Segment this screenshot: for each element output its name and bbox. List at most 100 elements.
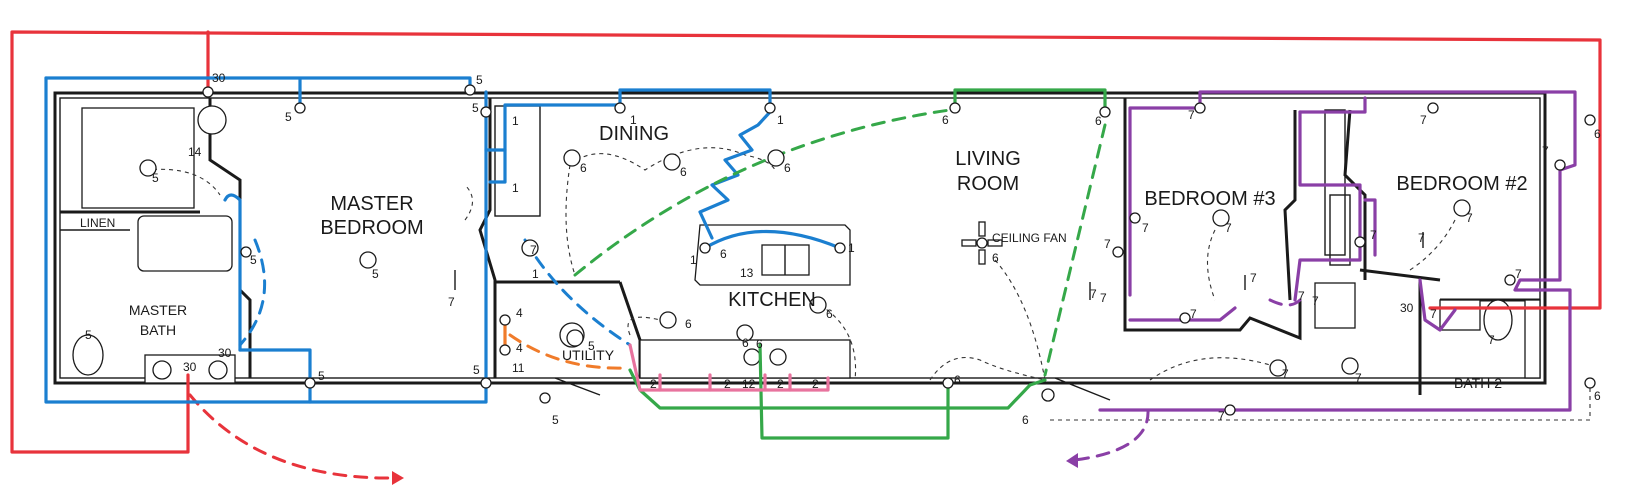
toilet-icon [1483,299,1513,341]
circuit-number: 2 [812,377,819,391]
switch-icon [454,232,1424,300]
device-symbols [139,84,1596,416]
room-label-dining: DINING [599,123,669,145]
circuit-number: 30 [1400,301,1414,315]
room-label-master-bedroom-1: MASTER [330,193,413,215]
circuit-number: 7 [1188,108,1195,122]
room-label-kitchen: KITCHEN [728,289,816,311]
circuit-number: 30 [212,71,226,85]
circuit-number: 7 [530,243,537,257]
circuit-number: 30 [218,346,232,360]
circuit-number: 5 [372,267,379,281]
circuit-number: 7 [1090,287,1097,301]
circuit-number: 7 [1250,271,1257,285]
circuit-number: 6 [1022,413,1029,427]
circuit-number: 5 [318,369,325,383]
circuit-number: 6 [992,251,999,265]
circuit-number: 6 [784,161,791,175]
circuit-number: 6 [826,307,833,321]
circuit-number: 6 [1594,127,1601,141]
fixtures [72,105,1541,384]
room-label-bedroom-3: BEDROOM #3 [1144,188,1275,210]
sink-icon [152,360,172,380]
dashed-branch-wiring [144,147,1591,421]
circuit-number: 7 [1370,228,1377,242]
circuit-number: 7 [1430,307,1437,321]
circuit-number: 13 [740,266,754,280]
ceiling-fan-icon [961,221,1003,265]
circuit-number: 1 [630,113,637,127]
room-label-bath-2: BATH 2 [1454,375,1502,391]
circuit-number: 1 [777,113,784,127]
circuit-number: 2 [777,377,784,391]
circuit-number: 7 [1298,289,1305,303]
sink-icon [208,360,228,380]
circuit-number: 7 [1420,113,1427,127]
circuit-number: 7 [1225,221,1232,235]
toilet-icon [72,334,104,376]
circuit-number: 7 [1312,294,1319,308]
circuit-number: 5 [152,171,159,185]
room-label-master-bedroom-2: BEDROOM [320,217,423,239]
room-label-linen: LINEN [80,216,115,230]
circuit-number: 14 [188,145,202,159]
circuit-number: 1 [512,114,519,128]
circuit-number: 6 [685,317,692,331]
circuit-number: 4 [516,341,523,355]
circuit-number: 5 [250,253,257,267]
circuit-number: 6 [954,373,961,387]
circuit-number: 5 [552,413,559,427]
circuit-number: 7 [1218,409,1225,423]
circuit-number: 7 [1488,333,1495,347]
circuit-number: 11 [512,361,525,375]
room-label-master-bath-1: MASTER [129,302,187,318]
range-icon [769,348,787,366]
circuit-number: 7 [1142,221,1149,235]
circuit-number: 5 [285,110,292,124]
room-label-master-bath-2: BATH [140,322,176,338]
circuit-number: 7 [1418,231,1425,245]
circuit-number: 5 [85,328,92,342]
pink-orange-circuits [503,318,830,392]
circuit-number: 5 [476,73,483,87]
circuit-number: 6 [1095,114,1102,128]
circuit-numbers: 30 14 5 5 5 5 5 5 30 30 5 5 7 5 1 1 1 7 … [85,71,1601,427]
circuit-number: 12 [742,377,756,391]
circuit-number: 7 [1542,144,1549,158]
circuit-number: 6 [680,165,687,179]
circuit-number: 6 [742,336,749,350]
circuit-number: 7 [1100,291,1107,305]
light-fixture-icon [139,149,1471,377]
circuit-number: 1 [848,241,855,255]
circuit-number: 6 [720,247,727,261]
circuit-number: 2 [724,377,731,391]
circuit-number: 7 [448,295,455,309]
circuit-number: 7 [1466,211,1473,225]
circuit-number: 1 [512,181,519,195]
circuit-number: 2 [650,377,657,391]
range-icon [743,348,761,366]
room-label-bedroom-2: BEDROOM #2 [1396,173,1527,195]
circuit-number: 1 [690,253,697,267]
circuit-number: 5 [473,363,480,377]
purple-circuit [1066,90,1577,468]
circuit-number: 6 [942,113,949,127]
circuit-number: 6 [1594,389,1601,403]
circuit-number: 7 [1515,267,1522,281]
room-label-utility: UTILITY [562,347,615,363]
circuit-number: 30 [183,360,197,374]
room-label-living-1: LIVING [955,148,1021,170]
circuit-number: 5 [588,339,595,353]
outlet-icon [202,84,1596,416]
circuit-number: 5 [472,101,479,115]
ceiling-fan-label: CEILING FAN [992,231,1067,245]
room-labels: MASTER BEDROOM DINING LIVING ROOM BEDROO… [80,123,1528,391]
red-circuit [10,30,1602,485]
circuit-number: 7 [1104,237,1111,251]
circuit-number: 6 [580,161,587,175]
circuit-number: 7 [1355,371,1362,385]
room-label-living-2: ROOM [957,173,1019,195]
circuit-number: 4 [516,306,523,320]
circuit-number: 7 [1190,307,1197,321]
